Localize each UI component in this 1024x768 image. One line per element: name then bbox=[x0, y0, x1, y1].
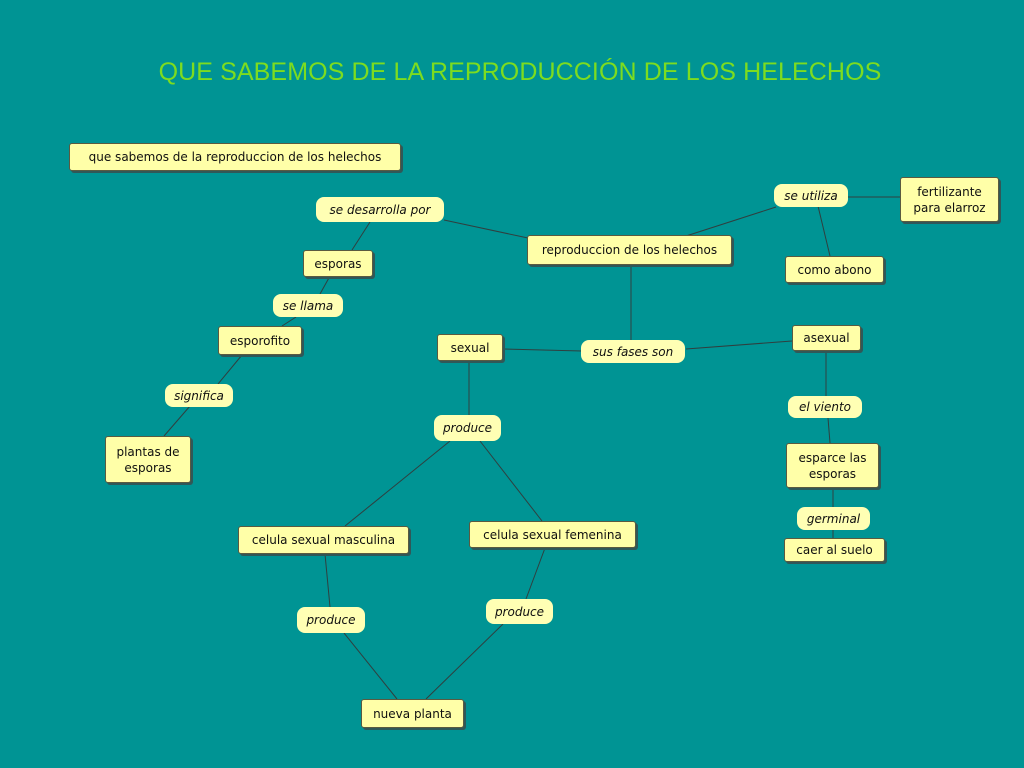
connector-line bbox=[685, 206, 777, 237]
connector-line bbox=[319, 275, 331, 295]
link-se-utiliza[interactable]: se utiliza bbox=[774, 184, 848, 207]
connector-line bbox=[503, 348, 583, 352]
node-asexual[interactable]: asexual bbox=[792, 325, 861, 351]
node-esporofito[interactable]: esporofito bbox=[218, 326, 302, 355]
link-el-viento[interactable]: el viento bbox=[788, 396, 862, 418]
connector-line bbox=[685, 340, 793, 350]
link-produce[interactable]: produce bbox=[486, 599, 553, 624]
connector-line bbox=[343, 632, 398, 700]
connector-line bbox=[827, 417, 831, 444]
link-significa[interactable]: significa bbox=[165, 384, 233, 407]
node-como-abono[interactable]: como abono bbox=[785, 256, 884, 283]
link-produce[interactable]: produce bbox=[297, 607, 365, 633]
root-label-box[interactable]: que sabemos de la reproduccion de los he… bbox=[69, 143, 401, 171]
node-celula-sexual-femenina[interactable]: celula sexual femenina bbox=[469, 521, 636, 548]
node-reproduccion-helechos[interactable]: reproduccion de los helechos bbox=[527, 235, 732, 265]
node-celula-sexual-masculina[interactable]: celula sexual masculina bbox=[238, 526, 409, 554]
node-nueva-planta[interactable]: nueva planta bbox=[361, 699, 464, 728]
connector-line bbox=[351, 221, 371, 251]
connector-line bbox=[479, 440, 543, 522]
node-caer-al-suelo[interactable]: caer al suelo bbox=[784, 538, 885, 562]
link-produce[interactable]: produce bbox=[434, 415, 501, 441]
connector-line bbox=[425, 623, 504, 700]
node-fertilizante[interactable]: fertilizante para elarroz bbox=[900, 177, 999, 222]
connector-line bbox=[281, 316, 297, 327]
connector-line bbox=[324, 553, 331, 608]
link-se-llama[interactable]: se llama bbox=[273, 294, 343, 317]
node-esparce-las-esporas[interactable]: esparce las esporas bbox=[786, 443, 879, 488]
node-sexual[interactable]: sexual bbox=[437, 334, 503, 361]
slide-title: QUE SABEMOS DE LA REPRODUCCIÓN DE LOS HE… bbox=[158, 58, 882, 86]
link-sus-fases-son[interactable]: sus fases son bbox=[581, 340, 685, 363]
connector-line bbox=[443, 219, 529, 239]
link-se-desarrolla-por[interactable]: se desarrolla por bbox=[316, 197, 444, 222]
connector-line bbox=[217, 354, 243, 385]
connector-line bbox=[525, 547, 546, 600]
link-germinal[interactable]: germinal bbox=[797, 507, 870, 530]
connector-line bbox=[344, 440, 451, 527]
connector-line bbox=[817, 205, 831, 257]
connector-line bbox=[163, 405, 191, 437]
node-plantas-de-esporas[interactable]: plantas de esporas bbox=[105, 436, 191, 483]
node-esporas[interactable]: esporas bbox=[303, 250, 373, 277]
